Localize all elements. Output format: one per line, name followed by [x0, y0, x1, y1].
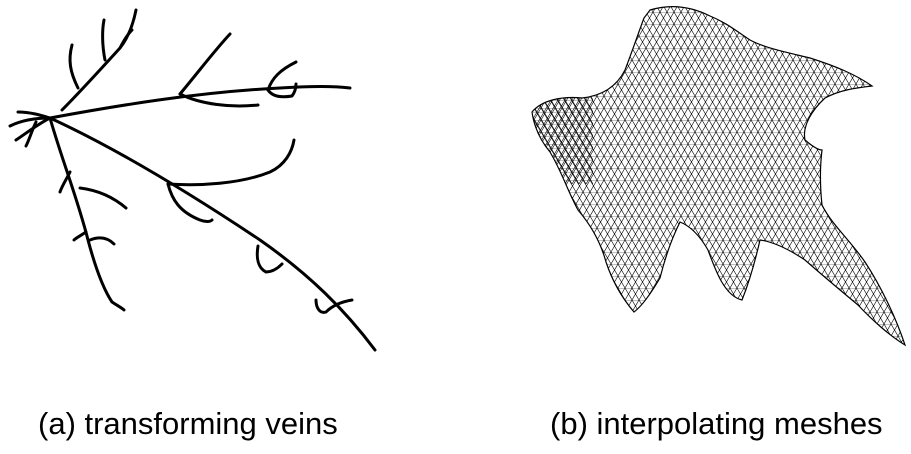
vein-branch-low-2 — [168, 184, 212, 222]
veins-panel — [0, 0, 420, 380]
vein-main-lower — [50, 118, 375, 350]
caption-transforming-veins: (a) transforming veins — [38, 404, 338, 444]
vein-branch-up-4 — [70, 45, 78, 88]
mesh-drawing — [520, 0, 911, 380]
vein-left-branch-2 — [80, 188, 126, 208]
vein-branch-up-2 — [120, 30, 132, 48]
vein-branch-low-1 — [168, 140, 294, 185]
vein-branch-up-1 — [62, 10, 136, 110]
caption-interpolating-meshes: (b) interpolating meshes — [550, 404, 883, 444]
vein-branch-up-5 — [180, 34, 230, 94]
mesh-panel — [520, 0, 911, 380]
vein-left-branch-1 — [60, 172, 70, 192]
vein-branch-low-3 — [257, 246, 282, 272]
vein-fan-3 — [18, 112, 50, 118]
mesh-fill — [520, 0, 911, 380]
vein-left-descend — [50, 118, 124, 310]
vein-left-branch-3 — [74, 232, 86, 240]
vein-branch-up-3 — [103, 20, 105, 60]
vein-fan-4 — [26, 122, 36, 146]
veins-drawing — [0, 0, 420, 380]
vein-left-branch-4 — [90, 238, 114, 244]
